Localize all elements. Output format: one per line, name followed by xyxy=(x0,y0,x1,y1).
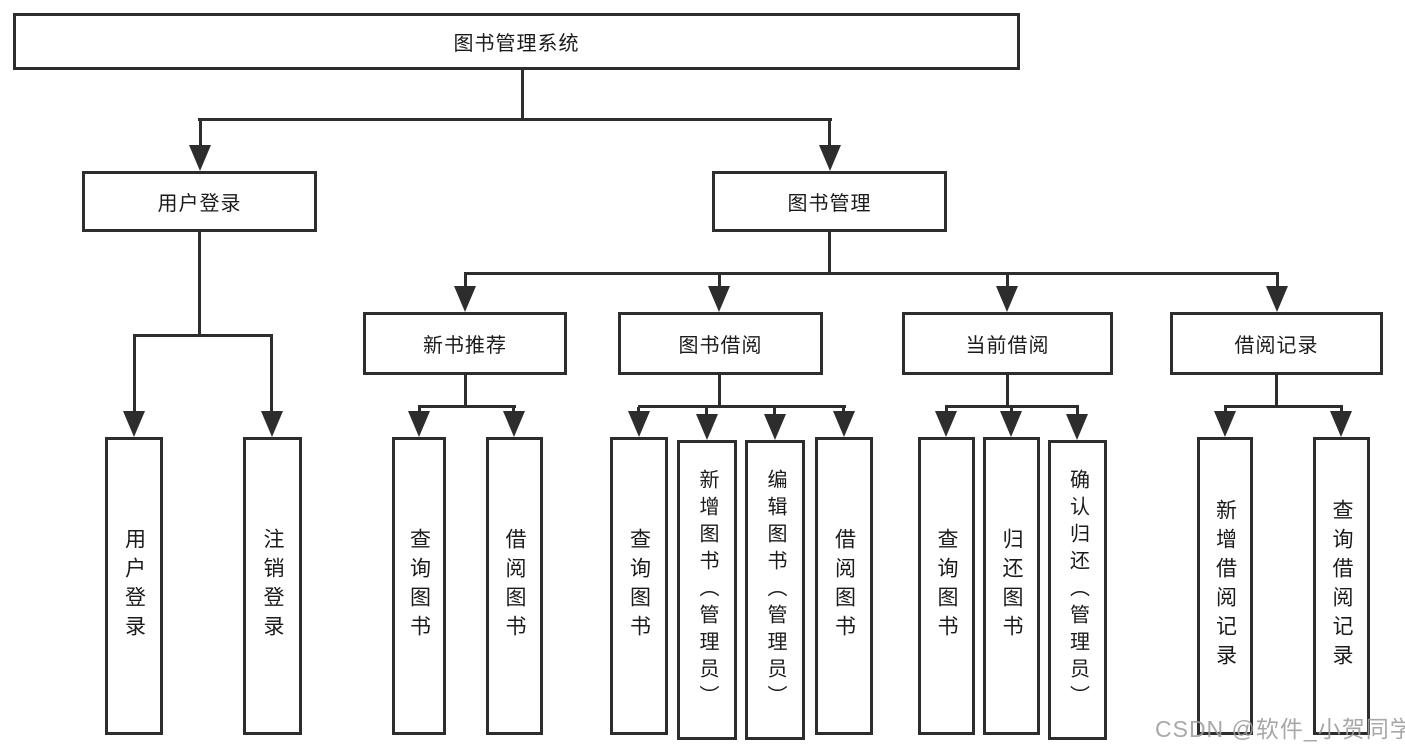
leaf-label: 查询图书 xyxy=(935,528,958,644)
connector-stem-book-borrow xyxy=(718,274,721,288)
connector-stem-borrow-records xyxy=(1276,274,1279,288)
connector-currentborrow-span xyxy=(945,405,1079,408)
leaf-query-books-recommend: 查询图书 xyxy=(392,437,446,735)
connector-bookmgmt-drop xyxy=(828,232,831,274)
csdn-watermark: CSDN @软件_小贺同学 xyxy=(1155,716,1405,742)
arrow-down-icon xyxy=(696,414,718,440)
node-label: 用户登录 xyxy=(157,193,242,215)
connector-stem xyxy=(945,407,948,413)
leaf-label: 归还图书 xyxy=(1000,528,1023,644)
connector-records-drop xyxy=(1275,375,1278,408)
arrow-down-icon xyxy=(833,411,855,437)
arrow-down-icon xyxy=(1000,411,1022,437)
connector-userlogin-span xyxy=(133,334,273,337)
connector-stem xyxy=(773,407,776,415)
leaf-label: 查询图书 xyxy=(407,528,431,644)
arrow-down-icon xyxy=(1066,414,1088,440)
node-label: 图书管理系统 xyxy=(453,33,580,55)
leaf-borrow-books: 借阅图书 xyxy=(815,437,873,735)
leaf-label: 新增图书（管理员） xyxy=(696,468,718,712)
connector-stem-leaf-login xyxy=(133,336,136,412)
arrow-down-icon xyxy=(1266,286,1288,312)
node-library-management-system: 图书管理系统 xyxy=(13,13,1020,70)
connector-userlogin-drop xyxy=(198,232,201,337)
connector-stem xyxy=(637,407,640,413)
connector-records-span xyxy=(1224,405,1343,408)
leaf-label: 查询图书 xyxy=(627,528,651,644)
leaf-label: 借阅图书 xyxy=(503,528,526,644)
node-label: 新书推荐 xyxy=(423,335,507,357)
node-new-book-recommendation: 新书推荐 xyxy=(363,312,567,375)
arrow-down-icon xyxy=(1330,411,1352,437)
connector-root-drop xyxy=(521,70,524,120)
leaf-label: 查询借阅记录 xyxy=(1330,499,1353,673)
connector-bookborrow-span xyxy=(638,405,846,408)
node-label: 图书借阅 xyxy=(678,335,763,357)
connector-currentborrow-drop xyxy=(1006,375,1009,407)
arrow-down-icon xyxy=(454,286,476,312)
connector-stem-book-management xyxy=(828,120,831,147)
leaf-add-borrow-record: 新增借阅记录 xyxy=(1197,437,1253,735)
node-book-management: 图书管理 xyxy=(712,171,947,232)
leaf-label: 编辑图书（管理员） xyxy=(764,468,786,712)
leaf-logout: 注销登录 xyxy=(243,437,302,735)
connector-bookborrow-drop xyxy=(718,375,721,407)
leaf-query-borrow-record: 查询借阅记录 xyxy=(1313,437,1370,735)
connector-stem-leaf-logout xyxy=(270,336,273,412)
node-label: 图书管理 xyxy=(787,193,872,215)
connector-stem xyxy=(418,407,421,413)
leaf-label: 借阅图书 xyxy=(832,528,856,644)
leaf-user-login: 用户登录 xyxy=(105,437,163,735)
connector-stem xyxy=(842,407,845,413)
leaf-confirm-return-admin: 确认归还（管理员） xyxy=(1048,440,1107,740)
arrow-down-icon xyxy=(123,411,145,437)
arrow-down-icon xyxy=(708,286,730,312)
node-book-borrowing: 图书借阅 xyxy=(618,312,823,375)
connector-stem-user-login xyxy=(199,120,202,147)
arrow-down-icon xyxy=(408,411,430,437)
arrow-down-icon xyxy=(1214,411,1236,437)
connector-stem xyxy=(705,407,708,415)
leaf-query-books-current: 查询图书 xyxy=(918,437,975,735)
arrow-down-icon xyxy=(503,411,525,437)
connector-bookmgmt-span xyxy=(464,272,1279,275)
arrow-down-icon xyxy=(261,411,283,437)
connector-stem-new-book xyxy=(464,274,467,288)
leaf-add-books-admin: 新增图书（管理员） xyxy=(677,440,737,740)
leaf-label: 注销登录 xyxy=(261,528,284,644)
arrow-down-icon xyxy=(819,145,841,171)
leaf-return-books: 归还图书 xyxy=(983,437,1040,735)
node-label: 借阅记录 xyxy=(1234,335,1319,357)
leaf-label: 确认归还（管理员） xyxy=(1066,468,1089,712)
connector-newbook-drop xyxy=(464,375,467,407)
node-borrowing-records: 借阅记录 xyxy=(1170,312,1383,375)
connector-stem xyxy=(1340,407,1343,413)
arrow-down-icon xyxy=(996,286,1018,312)
connector-stem xyxy=(1224,407,1227,413)
arrow-down-icon xyxy=(764,414,786,440)
connector-root-span xyxy=(198,118,832,121)
arrow-down-icon xyxy=(935,411,957,437)
node-current-borrowing: 当前借阅 xyxy=(902,312,1113,375)
arrow-down-icon xyxy=(189,145,211,171)
node-user-login: 用户登录 xyxy=(82,171,317,232)
leaf-label: 新增借阅记录 xyxy=(1213,499,1237,673)
connector-stem xyxy=(1076,407,1079,415)
leaf-label: 用户登录 xyxy=(122,528,146,644)
leaf-borrow-books-recommend: 借阅图书 xyxy=(486,437,543,735)
node-label: 当前借阅 xyxy=(965,335,1050,357)
leaf-edit-books-admin: 编辑图书（管理员） xyxy=(745,440,805,740)
arrow-down-icon xyxy=(628,411,650,437)
connector-newbook-span xyxy=(418,405,516,408)
connector-stem-current-borrow xyxy=(1006,274,1009,288)
connector-stem xyxy=(512,407,515,413)
leaf-query-books-borrow: 查询图书 xyxy=(610,437,668,735)
connector-stem xyxy=(1010,407,1013,413)
